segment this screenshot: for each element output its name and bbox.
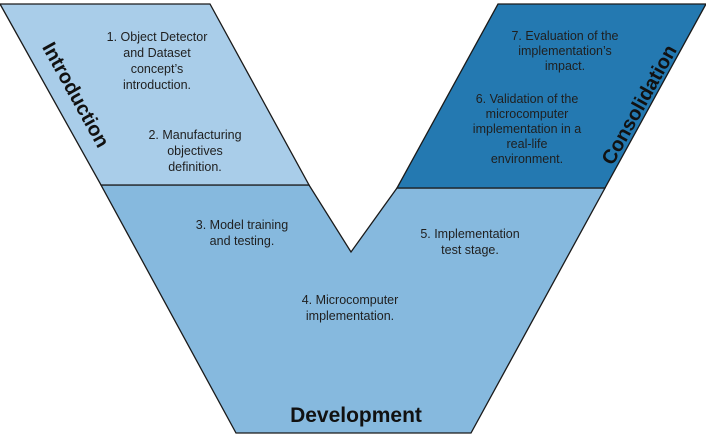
step-7-line: impact. [545, 59, 585, 73]
step-2-line: 2. Manufacturing [148, 128, 241, 142]
step-5-line: test stage. [441, 243, 499, 257]
step-1-line: introduction. [123, 78, 191, 92]
introduction-region [0, 3, 311, 186]
step-6-line: environment. [491, 152, 563, 166]
step-3-line: and testing. [210, 234, 275, 248]
step-6-line: implementation in a [473, 122, 581, 136]
step-5-text: 5. Implementation test stage. [420, 227, 519, 257]
step-5-line: 5. Implementation [420, 227, 519, 241]
step-3-text: 3. Model training and testing. [196, 218, 288, 248]
step-4-line: implementation. [306, 309, 394, 323]
development-label: Development [290, 404, 422, 427]
consolidation-region [395, 3, 706, 189]
step-7-line: implementation’s [518, 44, 612, 58]
step-2-line: definition. [168, 160, 222, 174]
step-6-line: 6. Validation of the [476, 92, 579, 106]
step-2-line: objectives [167, 144, 223, 158]
step-1-text: 1. Object Detector and Dataset concept’s in… [107, 30, 208, 92]
step-1-line: concept’s [131, 62, 184, 76]
step-6-line: microcomputer [486, 107, 569, 121]
step-4-line: 4. Microcomputer [302, 293, 399, 307]
step-2-text: 2. Manufacturing objectives definition. [148, 128, 241, 174]
step-1-line: and Dataset [123, 46, 191, 60]
step-7-line: 7. Evaluation of the [511, 29, 618, 43]
step-3-line: 3. Model training [196, 218, 288, 232]
step-1-line: 1. Object Detector [107, 30, 208, 44]
step-4-text: 4. Microcomputer implementation. [302, 293, 399, 323]
step-6-line: real-life [507, 137, 548, 151]
